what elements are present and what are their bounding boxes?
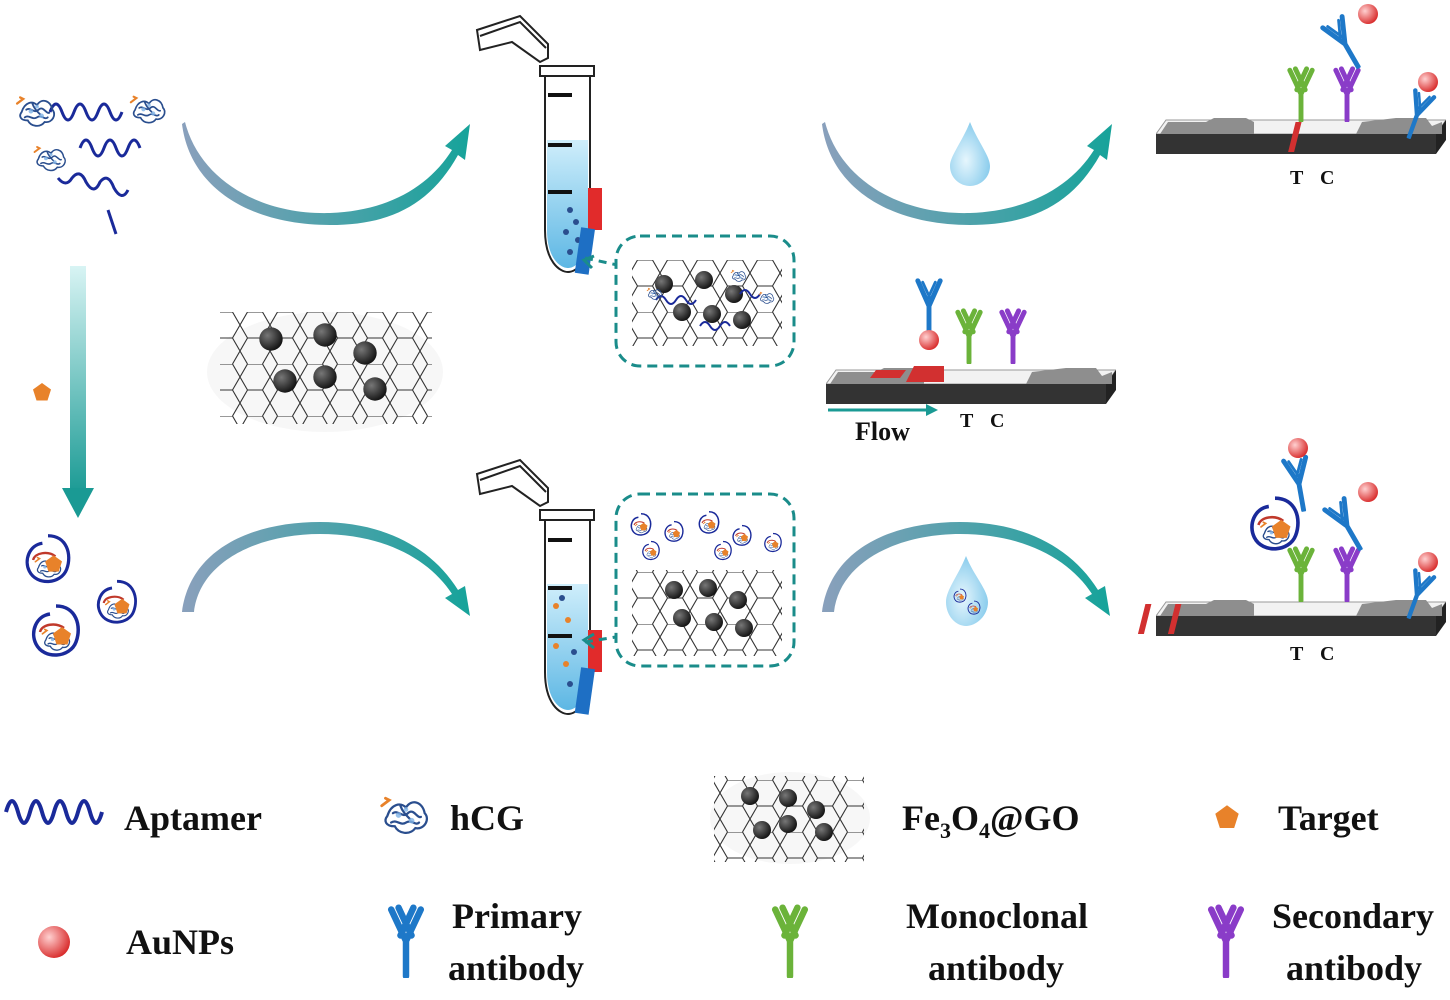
legend-secondary-2: antibody: [1286, 948, 1422, 988]
secondary-antibody-icon: [1336, 69, 1358, 121]
strip-mid-c-label: C: [990, 410, 1004, 432]
monoclonal-antibody-icon: [1290, 69, 1312, 121]
strip-top-c-label: C: [1320, 167, 1334, 189]
primary-antibody-icon: [391, 908, 421, 976]
drop-icon-top: [950, 122, 990, 186]
legend-hcg: hCG: [450, 798, 524, 838]
strip-bottom-t-label: T: [1290, 643, 1304, 665]
strip-middle: Flow T C: [826, 281, 1116, 446]
drop-icon-bottom: [946, 556, 988, 626]
aunp-icon: [38, 926, 70, 958]
strip-top-t-label: T: [1290, 167, 1304, 189]
legend-monoclonal-1: Monoclonal: [906, 896, 1088, 936]
curved-arrow-bottom-right: [822, 522, 1110, 616]
legend-target: Target: [1278, 798, 1379, 838]
legend-fe3o4-go: Fe3O4@GO: [902, 798, 1079, 843]
curved-arrow-top-right: [822, 122, 1112, 225]
strip-bottom-c-label: C: [1320, 643, 1334, 665]
legend-secondary-1: Secondary: [1272, 896, 1434, 936]
inset-free-complexes: [581, 492, 796, 668]
legend-aptamer: Aptamer: [124, 798, 262, 838]
hcg-icon: [380, 796, 429, 835]
legend-monoclonal-2: antibody: [928, 948, 1064, 988]
inset-aptamer-on-go: [581, 234, 796, 368]
vertical-arrow: [62, 266, 94, 518]
aptamer-icon: [4, 799, 104, 825]
legend-primary-2: antibody: [448, 948, 584, 988]
strip-top-right: T C: [1156, 4, 1446, 189]
curved-arrow-top-left: [182, 122, 470, 225]
secondary-antibody-legend-icon: [1211, 908, 1241, 976]
strip-mid-t-label: T: [960, 410, 974, 432]
curved-arrow-bottom-left: [182, 522, 470, 616]
aptamer-hcg-conjugates: [15, 95, 166, 235]
monoclonal-antibody-legend-icon: [775, 908, 805, 976]
flow-label: Flow: [855, 417, 910, 446]
target-icon-mid: [33, 383, 51, 401]
legend-primary-1: Primary: [452, 896, 582, 936]
tube-bottom: [475, 458, 602, 716]
legend: Aptamer hCG Fe3O4@GO Target AuNPs Primar…: [4, 772, 1434, 988]
legend-aunps: AuNPs: [126, 922, 234, 962]
fe3o4-go-icon: [710, 772, 870, 864]
tube-top: [475, 14, 602, 275]
strip-bottom-right: T C: [1137, 438, 1446, 665]
aptamer-target-complexes: [27, 536, 135, 655]
fe3o4-go-sheet: [207, 312, 443, 432]
target-icon: [1215, 805, 1239, 829]
